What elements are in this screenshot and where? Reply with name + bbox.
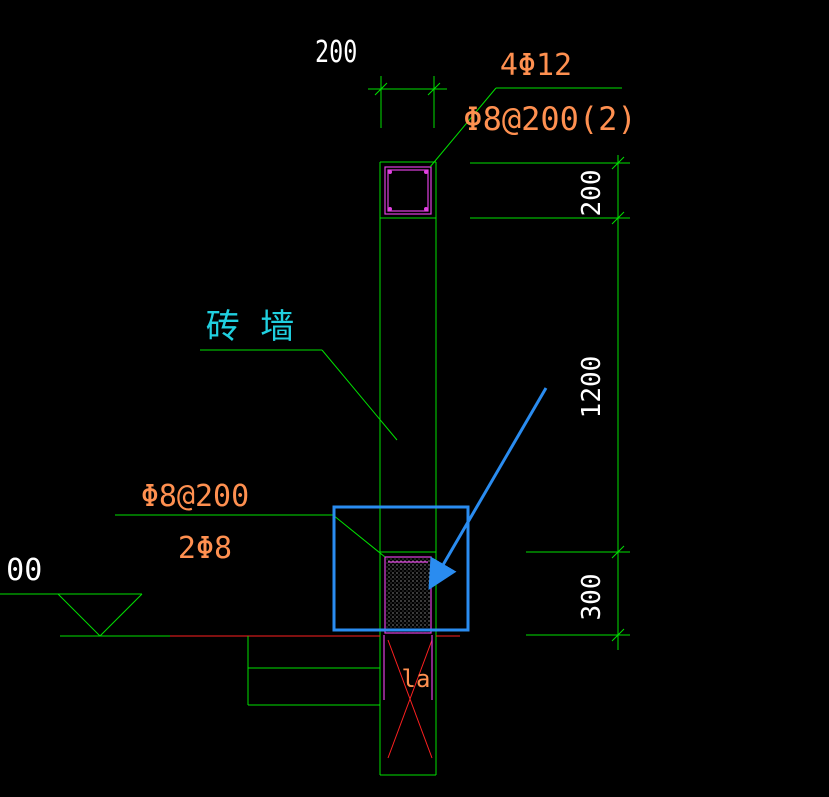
highlight-arrow	[428, 387, 548, 590]
top-beam-section	[380, 166, 436, 219]
top-stirrups-label: Φ8@200(2)	[463, 100, 636, 138]
highlight-box	[332, 505, 470, 632]
top-width-dimension: 200	[315, 35, 447, 128]
wall-height-label: 1200	[577, 356, 607, 419]
elevation-marker: ±0.00	[0, 553, 170, 637]
anchorage-label: la	[402, 665, 431, 693]
top-main-bars-label: 4Φ12	[500, 48, 572, 83]
highlight-annotation	[332, 387, 548, 632]
bottom-stirrups-label: Φ8@200	[141, 479, 249, 514]
top-width-label: 200	[315, 35, 357, 70]
wall-annotation: 砖 墙	[200, 307, 398, 441]
top-beam-annotation: 4Φ12 Φ8@200(2)	[429, 48, 637, 168]
bottom-beam-annotation: Φ8@200 2Φ8	[115, 479, 386, 566]
ground-and-foundation	[170, 635, 460, 706]
bottom-beam-section	[380, 551, 436, 634]
elevation-label: ±0.00	[0, 553, 42, 588]
anchorage-bars: la	[383, 635, 433, 759]
bottom-beam-height-label: 300	[577, 574, 607, 621]
top-beam-height-label: 200	[577, 170, 607, 217]
bottom-main-bars-label: 2Φ8	[178, 531, 232, 566]
right-dimensions: 200 1200 300	[470, 155, 630, 650]
wall-label: 砖 墙	[206, 307, 294, 347]
